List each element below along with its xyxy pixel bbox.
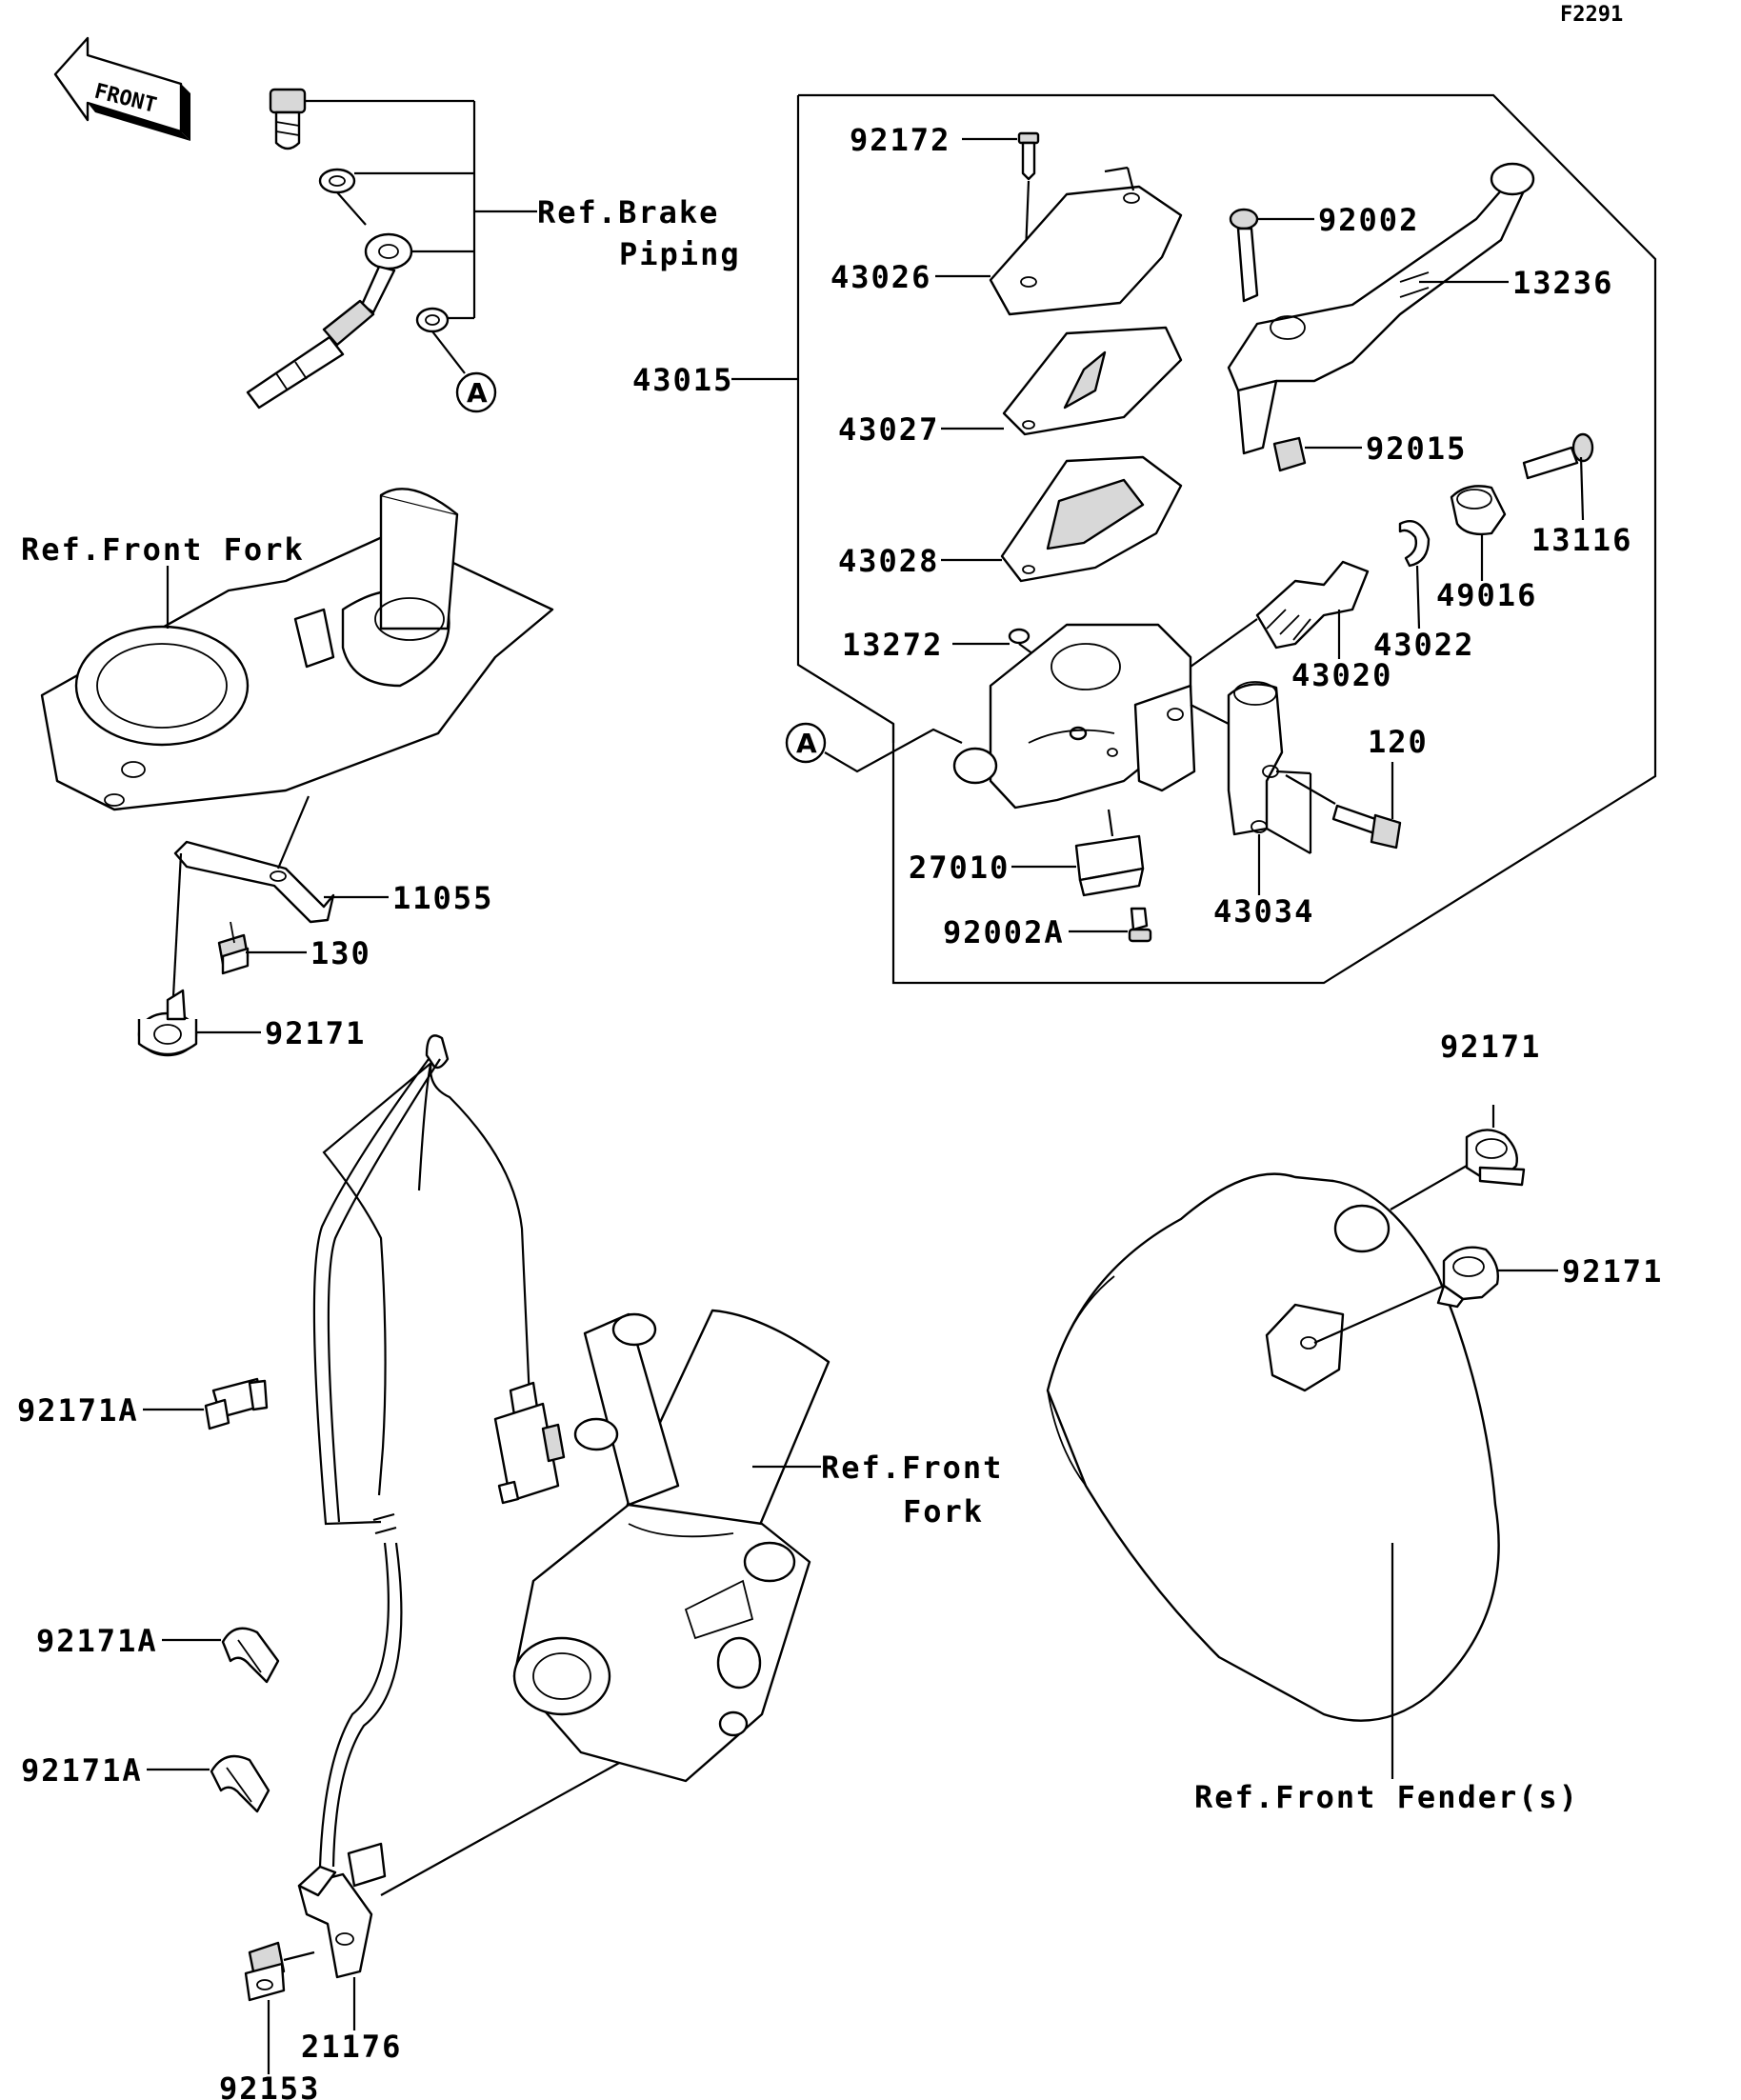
label-92172: 92172: [850, 122, 951, 158]
fork-lower-leg: [512, 1309, 830, 1783]
lever-13236: [1227, 162, 1535, 455]
ref-front-fork-line1: Ref.Front: [821, 1450, 1003, 1486]
bolt-92153: [244, 1941, 286, 2002]
label-43034: 43034: [1213, 893, 1314, 930]
label-92171-right-mid: 92171: [1562, 1253, 1663, 1290]
cover-43026: [989, 185, 1183, 316]
label-43020: 43020: [1291, 657, 1392, 693]
diagram-code: F2291: [1560, 3, 1623, 27]
master-cylinder-body: [952, 623, 1196, 810]
bolt-120: [1331, 804, 1402, 850]
label-92002a: 92002A: [943, 914, 1065, 950]
abs-sensor-21176: [297, 1842, 387, 1979]
callout-circle-a-box-label: A: [796, 728, 817, 759]
label-92171a-1: 92171A: [17, 1392, 139, 1429]
screw-92172: [1017, 131, 1040, 181]
label-43022: 43022: [1373, 627, 1474, 663]
label-92171a-3: 92171A: [21, 1752, 143, 1789]
clamp-92171-left: [137, 989, 198, 1057]
label-92015: 92015: [1366, 430, 1467, 467]
clamp-43034: [1227, 681, 1284, 836]
label-43015: 43015: [632, 362, 733, 398]
label-11055: 11055: [392, 880, 493, 916]
bracket-11055: [173, 840, 335, 924]
callout-circle-a-box: [785, 722, 827, 764]
abs-connector: [493, 1381, 566, 1505]
label-92171-right-top: 92171: [1440, 1029, 1541, 1065]
bolt-13116: [1522, 432, 1594, 480]
label-43026: 43026: [830, 259, 931, 295]
clip-92171a-1: [204, 1377, 269, 1430]
label-92153: 92153: [219, 2070, 320, 2100]
label-49016: 49016: [1436, 577, 1537, 613]
switch-27010: [1074, 834, 1145, 897]
triple-clamp: [40, 488, 554, 811]
label-13272: 13272: [842, 627, 943, 663]
nut-92015: [1272, 436, 1307, 472]
bolt-130: [217, 921, 250, 975]
ref-front-fork-line2: Fork: [903, 1493, 984, 1530]
brake-piping-group: [246, 88, 537, 410]
front-arrow-icon: FRONT: [53, 36, 190, 141]
ref-front-fender: Ref.Front Fender(s): [1194, 1779, 1579, 1815]
front-fender: [1046, 1172, 1500, 1722]
clamp-92171-right-mid: [1436, 1246, 1499, 1309]
callout-circle-a-top: [455, 371, 497, 413]
screw-92002a: [1128, 907, 1152, 943]
ref-brake-piping-line1: Ref.Brake: [537, 194, 719, 230]
label-27010: 27010: [909, 850, 1010, 886]
label-43028: 43028: [838, 543, 939, 579]
ref-brake-piping-line2: Piping: [619, 236, 741, 272]
label-21176: 21176: [301, 2029, 402, 2065]
label-120: 120: [1368, 724, 1429, 760]
clip-92171a-2: [221, 1627, 280, 1684]
label-13116: 13116: [1531, 522, 1632, 558]
diaphragm-43028: [1000, 455, 1183, 583]
label-13236: 13236: [1512, 265, 1613, 301]
clamp-92171-right-top: [1465, 1129, 1526, 1187]
label-130: 130: [310, 935, 371, 971]
piston-43020: [1255, 560, 1370, 650]
ref-front-fork-top: Ref.Front Fork: [21, 531, 305, 568]
plate-43027: [1002, 326, 1183, 436]
label-92171-left: 92171: [265, 1015, 366, 1051]
label-92171a-2: 92171A: [36, 1623, 158, 1659]
label-92002: 92002: [1318, 202, 1419, 238]
pin-92002: [1229, 208, 1259, 303]
part-13272: [1008, 628, 1031, 645]
boot-49016: [1450, 485, 1507, 536]
clip-92171a-3: [210, 1754, 270, 1813]
label-43027: 43027: [838, 411, 939, 448]
circlip-43022: [1398, 520, 1431, 568]
callout-circle-a-top-label: A: [467, 377, 488, 409]
